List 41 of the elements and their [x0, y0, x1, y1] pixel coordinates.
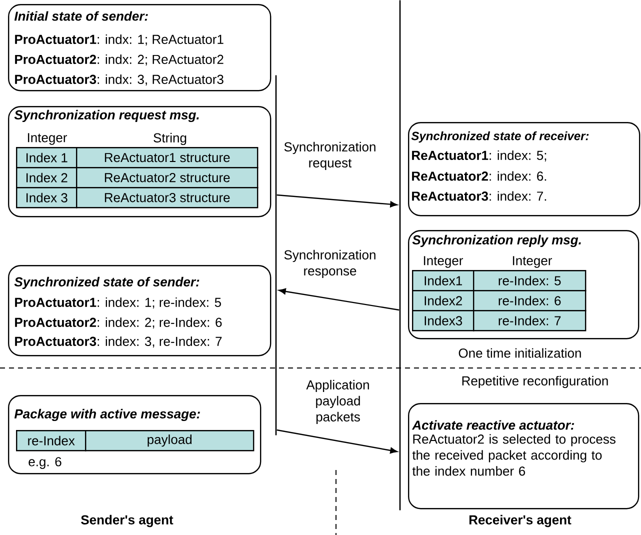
- box-heading: Synchronization request msg.: [14, 110, 199, 122]
- state-line: ProActuator3: indx: 3, ReActuator3: [15, 74, 224, 86]
- column-header: String: [154, 132, 186, 146]
- table-cell: Index2: [412, 290, 474, 312]
- state-line: ProActuator1: indx: 1; ReActuator1: [15, 34, 224, 46]
- table-cell: re-Index: [16, 430, 86, 452]
- state-line: ReActuator1: index: 5;: [412, 150, 546, 162]
- table-cell: re-Index: 6: [473, 290, 586, 312]
- table-cell: re-Index: 5: [473, 270, 586, 292]
- state-line: ProActuator3: index: 3, re-Index: 7: [15, 336, 222, 348]
- table-cell: Index3: [412, 310, 474, 332]
- table-cell: Index1: [412, 270, 474, 292]
- arrow: [276, 194, 398, 208]
- arrow: [276, 429, 398, 454]
- table-cell: Index 1: [16, 147, 78, 168]
- phase-label: Repetitive reconfiguration: [462, 376, 608, 388]
- state-line: ReActuator2: index: 6.: [412, 171, 546, 181]
- table-cell: Index 3: [16, 187, 78, 208]
- phase-label: One time initialization: [458, 348, 581, 358]
- column-header: Integer: [28, 133, 68, 145]
- table-cell: re-Index: 7: [473, 310, 586, 332]
- table-cell: Index 2: [16, 167, 78, 188]
- box-heading: Synchronization reply msg.: [412, 234, 581, 248]
- box-heading: Package with active message:: [14, 408, 200, 422]
- description: ReActuator2 is selected to process the received packet according to the index number 6: [412, 434, 616, 476]
- box-heading: Activate reactive actuator:: [412, 420, 574, 430]
- edge-label: Application payload packets: [302, 378, 374, 426]
- column-header: Integer: [512, 256, 552, 268]
- edge-label: Synchronization response: [282, 248, 378, 280]
- state-line: ProActuator1: index: 1; re-index: 5: [15, 297, 221, 309]
- column-header: Integer: [424, 256, 463, 268]
- box-heading: Initial state of sender:: [14, 11, 148, 21]
- edge-label: Synchronization request: [282, 140, 378, 172]
- agent-label: Sender's agent: [81, 514, 174, 528]
- arrow: [278, 288, 400, 311]
- state-line: ReActuator3: index: 7.: [412, 191, 546, 201]
- state-line: ProActuator2: index: 2; re-Index: 6: [15, 317, 222, 329]
- note: e.g. 6: [28, 457, 62, 469]
- box-heading: Synchronized state of receiver:: [411, 131, 589, 143]
- box-heading: Synchronized state of sender:: [14, 276, 200, 290]
- state-line: ProActuator2: indx: 2; ReActuator2: [15, 54, 224, 66]
